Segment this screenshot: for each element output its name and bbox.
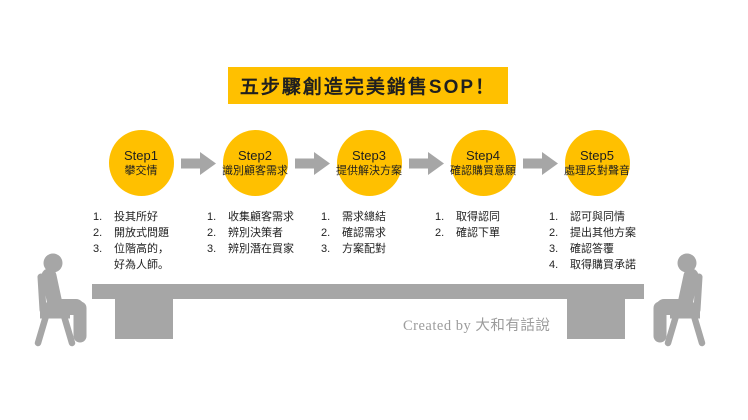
- table-top: [92, 284, 644, 299]
- title-banner: 五步驟創造完美銷售SOP！: [228, 67, 508, 104]
- step-list-item: 3. 確認答覆: [549, 241, 661, 257]
- list-item-text: 位階高的， 好為人師。: [114, 243, 169, 271]
- list-item-text: 提出其他方案: [570, 227, 636, 239]
- list-item-number: 1.: [549, 211, 559, 223]
- person-sitting-on-chair-icon: [34, 253, 87, 347]
- step-name: Step3: [352, 148, 386, 163]
- step-list-item: 1. 需求總結: [321, 209, 433, 225]
- list-item-text: 確認答覆: [570, 243, 614, 255]
- list-item-number: 2.: [93, 227, 103, 239]
- step-label: 攀交情: [124, 165, 158, 177]
- step-name: Step1: [124, 148, 158, 163]
- step-list-item: 3. 辨別潛在買家: [207, 241, 319, 257]
- step-label: 提供解決方案: [336, 165, 402, 177]
- list-item-text: 確認下單: [456, 227, 500, 239]
- step-list-item: 1. 認可與同情: [549, 209, 661, 225]
- step-list-item: 1. 取得認同: [435, 209, 547, 225]
- list-item-number: 1.: [435, 211, 445, 223]
- step-label: 處理反對聲音: [564, 165, 630, 177]
- step-name: Step2: [238, 148, 272, 163]
- list-item-text: 方案配對: [342, 243, 386, 255]
- list-item-number: 1.: [207, 211, 217, 223]
- step-list: 1. 取得認同 2. 確認下單: [435, 209, 547, 241]
- step-label: 確認購買意願: [450, 165, 516, 177]
- step-list-item: 2. 提出其他方案: [549, 225, 661, 241]
- list-item-number: 1.: [321, 211, 331, 223]
- page-title: 五步驟創造完美銷售SOP！: [239, 77, 497, 98]
- list-item-text: 取得購買承諾: [570, 259, 636, 271]
- step-list-item: 2. 辨別決策者: [207, 225, 319, 241]
- list-item-number: 2.: [435, 227, 445, 239]
- step-list-item: 3. 位階高的， 好為人師。: [93, 241, 205, 273]
- block-arrow-right-icon: [181, 152, 216, 175]
- step-list-item: 2. 開放式問題: [93, 225, 205, 241]
- list-item-number: 3.: [207, 243, 217, 255]
- step-list-item: 2. 確認需求: [321, 225, 433, 241]
- list-item-text: 取得認同: [456, 211, 500, 223]
- list-item-text: 認可與同情: [570, 211, 625, 223]
- table-left-leg: [115, 297, 173, 339]
- list-item-text: 辨別潛在買家: [228, 243, 294, 255]
- list-item-number: 1.: [93, 211, 103, 223]
- step-list: 1. 收集顧客需求 2. 辨別決策者 3. 辨別潛在買家: [207, 209, 319, 257]
- step-list-item: 4. 取得購買承諾: [549, 257, 661, 273]
- step-list-item: 1. 投其所好: [93, 209, 205, 225]
- list-item-text: 收集顧客需求: [228, 211, 294, 223]
- block-arrow-right-icon: [409, 152, 444, 175]
- step-circle: Step1 攀交情: [108, 130, 174, 196]
- step-list: 1. 認可與同情 2. 提出其他方案 3. 確認答覆 4. 取得購買承諾: [549, 209, 661, 273]
- list-item-number: 3.: [321, 243, 331, 255]
- step-circle: Step2 識別顧客需求: [222, 130, 288, 196]
- credit-text: Created by 大和有話說: [403, 318, 551, 334]
- meeting-table-illustration: [34, 250, 748, 370]
- list-item-text: 需求總結: [342, 211, 386, 223]
- person-sitting-on-chair-icon: [660, 254, 702, 344]
- step-list-item: 3. 方案配對: [321, 241, 433, 257]
- table-right-leg: [567, 297, 625, 339]
- list-item-number: 2.: [207, 227, 217, 239]
- list-item-text: 開放式問題: [114, 227, 169, 239]
- list-item-number: 3.: [93, 243, 103, 255]
- list-item-text: 辨別決策者: [228, 227, 283, 239]
- step-list-item: 1. 收集顧客需求: [207, 209, 319, 225]
- list-item-number: 2.: [321, 227, 331, 239]
- step-list: 1. 需求總結 2. 確認需求 3. 方案配對: [321, 209, 433, 257]
- step-circle: Step4 確認購買意願: [450, 130, 516, 196]
- step-list: 1. 投其所好 2. 開放式問題 3. 位階高的， 好為人師。: [93, 209, 205, 273]
- block-arrow-right-icon: [523, 152, 558, 175]
- step-name: Step5: [580, 148, 614, 163]
- step-label: 識別顧客需求: [222, 165, 288, 177]
- block-arrow-right-icon: [295, 152, 330, 175]
- step-circle: Step5 處理反對聲音: [564, 130, 630, 196]
- list-item-number: 3.: [549, 243, 559, 255]
- list-item-number: 2.: [549, 227, 559, 239]
- list-item-text: 確認需求: [342, 227, 386, 239]
- step-circle: Step3 提供解決方案: [336, 130, 402, 196]
- list-item-text: 投其所好: [114, 211, 158, 223]
- step-list-item: 2. 確認下單: [435, 225, 547, 241]
- step-name: Step4: [466, 148, 500, 163]
- list-item-number: 4.: [549, 259, 559, 271]
